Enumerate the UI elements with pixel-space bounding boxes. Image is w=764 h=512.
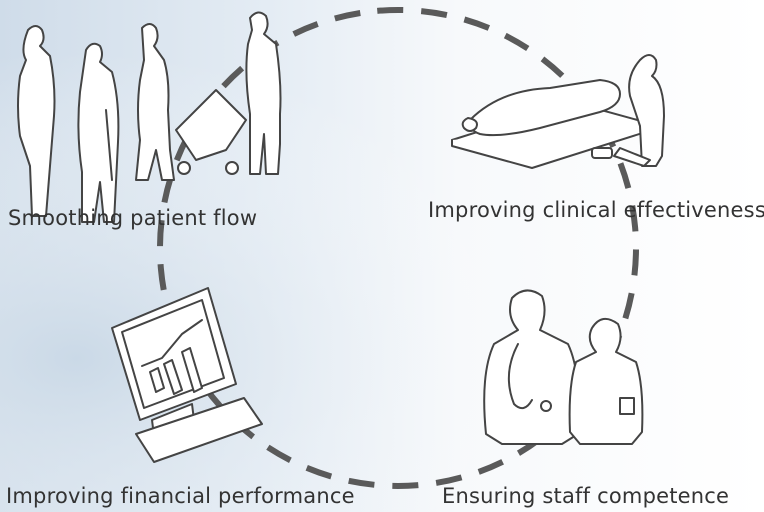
- caption-clinical-effectiveness: Improving clinical effectiveness: [428, 198, 764, 222]
- patients-queue-illustration: [17, 11, 282, 223]
- cycle-dashed-ring: [157, 6, 639, 489]
- caption-staff-competence: Ensuring staff competence: [442, 484, 730, 508]
- caption-financial-performance: Improving financial performance: [6, 484, 355, 508]
- computer-chart-illustration: [111, 287, 263, 463]
- patient-scan-illustration: [451, 54, 665, 169]
- caption-patient-flow: Smoothing patient flow: [8, 206, 258, 230]
- staff-illustration: [483, 289, 644, 445]
